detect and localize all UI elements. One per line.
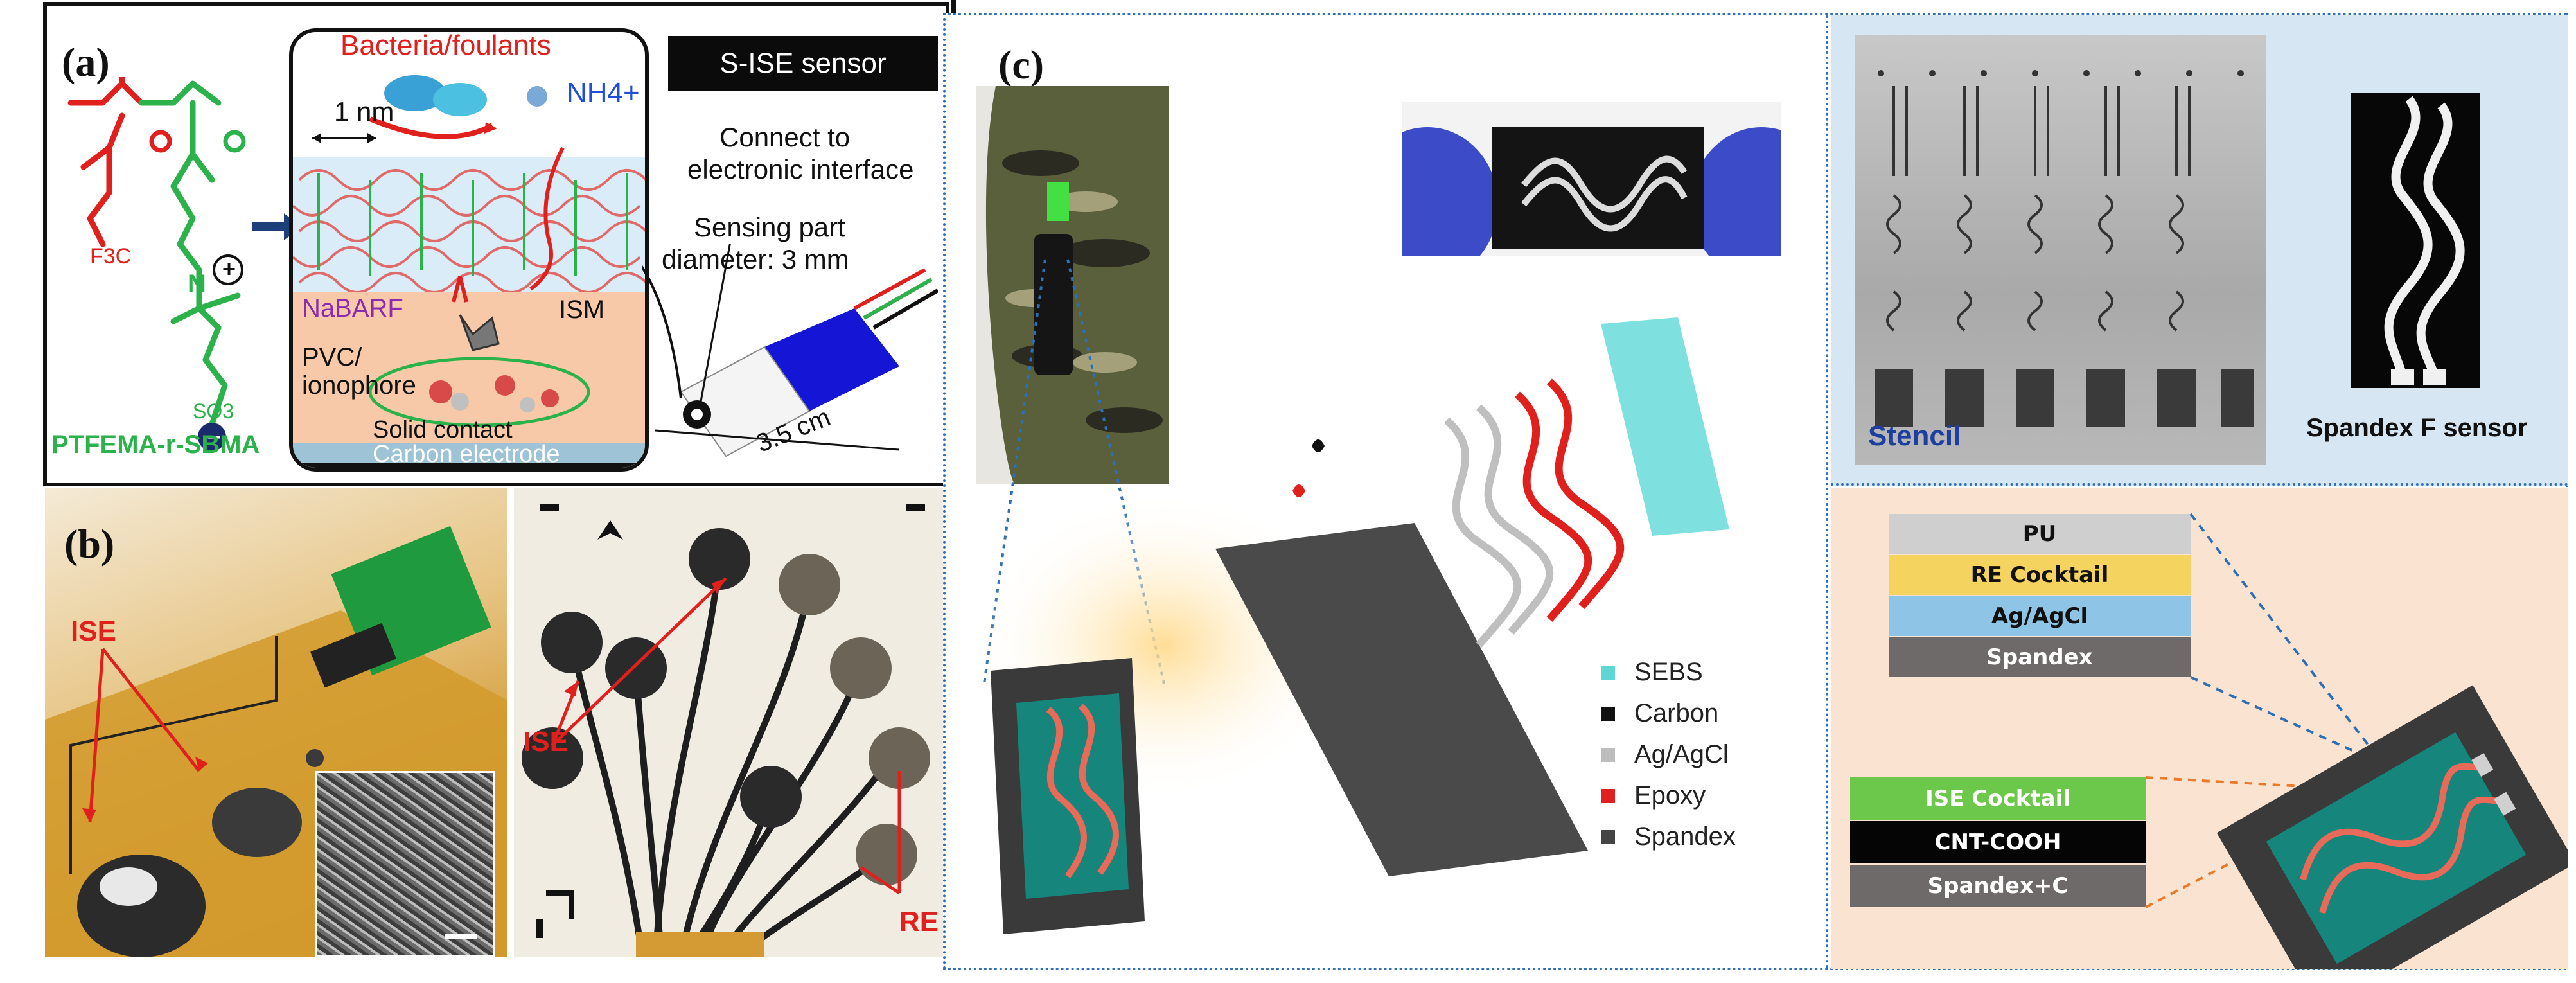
membrane-schematic (289, 28, 649, 472)
legend-item-epoxy: Epoxy (1601, 781, 1706, 810)
re-stack-layer-agagcl: Ag/AgCl (1889, 596, 2191, 636)
polymer-name: PTFEMA-r-SBMA (51, 430, 260, 459)
chem-label-plus: + (222, 256, 236, 282)
sem-inset (315, 771, 495, 957)
ise-label-left: ISE (71, 615, 116, 647)
legend-label-spandex: Spandex (1634, 822, 1736, 851)
re-stack-layer-spandex: Spandex (1889, 637, 2191, 677)
legend-label-carbon: Carbon (1634, 699, 1719, 727)
chem-label-minus: − (207, 424, 222, 451)
panel-c-letter: (c) (998, 42, 1045, 87)
polymer-structure (67, 77, 246, 451)
legend-label-agagcl: Ag/AgCl (1634, 740, 1729, 768)
sensor-device (642, 244, 938, 457)
legend-swatch-agagcl (1601, 747, 1615, 762)
ise-stack-layer-cocktail: ISE Cocktail (1850, 777, 2146, 820)
legend-item-carbon: Carbon (1601, 699, 1718, 728)
legend-label-epoxy: Epoxy (1634, 781, 1706, 810)
chem-label-n: N (188, 270, 206, 298)
chem-label-so3: SO3 (193, 400, 234, 423)
ise-stack-layer-spandex-c: Spandex+C (1850, 865, 2146, 907)
ise-arrows-right (551, 577, 901, 895)
re-stack-layer-pu: PU (1889, 514, 2191, 554)
panel-a-letter: (a) (62, 39, 110, 85)
glove-sensor-photo (1402, 102, 1781, 256)
legend-swatch-epoxy (1601, 788, 1615, 803)
stencil-subpanel: Stencil Spandex F sensor (1831, 15, 2568, 486)
printed-electrode-photo: ISE RE (514, 488, 951, 957)
ise-arrows-left (82, 648, 208, 823)
re-label: RE (899, 906, 939, 937)
sensor-title: S-ISE sensor (668, 36, 938, 91)
sensing-label-1: Sensing part (694, 212, 845, 242)
panel-a: (a) F3C N SO3 + − PTFEMA-r-SBMA (0, 0, 951, 488)
sensing-label-2: diameter: 3 mm (662, 244, 849, 274)
carbon-electrode-label: Carbon electrode (373, 441, 560, 468)
ionophore-label: ionophore (302, 371, 416, 400)
re-stack-layer-cocktail: RE Cocktail (1889, 555, 2191, 595)
ise-label-right: ISE (523, 726, 569, 757)
legend-item-spandex: Spandex (1601, 822, 1736, 851)
panel-c: (c) (943, 13, 2568, 970)
stack-sensor-drawing (2145, 513, 2568, 969)
ammonium-label: NH4+ (567, 77, 640, 109)
scale-label: 1 nm (334, 96, 394, 127)
spandex-sensor-label: Spandex F sensor (2306, 414, 2528, 442)
legend-swatch-spandex (1601, 829, 1615, 844)
legend-label-sebs: SEBS (1634, 658, 1703, 686)
flexible-electrode-photo: ISE (45, 488, 507, 957)
connect-label-2: electronic interface (687, 154, 914, 184)
ise-stack-layer-cnt: CNT-COOH (1850, 821, 2146, 863)
pvc-label: PVC/ (302, 343, 362, 371)
spandex-sensor-photo (2351, 93, 2480, 388)
nabarf-label: NaBARF (302, 294, 403, 323)
membrane-layers (293, 75, 645, 468)
chem-label-f3c: F3C (90, 244, 132, 269)
panel-b: ISE (b) (45, 488, 951, 957)
solid-contact-label: Solid contact (373, 416, 513, 443)
legend-swatch-carbon (1601, 706, 1615, 721)
connect-label-1: Connect to (719, 122, 851, 152)
panel-c-inner-divider (1826, 15, 1828, 969)
sem-scale-bar (445, 934, 477, 939)
panel-b-letter: (b) (64, 521, 115, 567)
bacteria-label: Bacteria/foulants (340, 30, 551, 61)
legend-swatch-sebs (1601, 665, 1615, 680)
layer-stack-subpanel: PU RE Cocktail Ag/AgCl Spandex ISE Cockt… (1831, 488, 2568, 969)
stencil-label: Stencil (1868, 420, 1961, 452)
legend-item-sebs: SEBS (1601, 658, 1703, 687)
arm-photo (976, 86, 1169, 484)
ism-label: ISM (559, 296, 605, 324)
stencil-photo: Stencil (1855, 35, 2266, 465)
exploded-layers (971, 317, 1729, 934)
legend-item-agagcl: Ag/AgCl (1601, 740, 1729, 769)
